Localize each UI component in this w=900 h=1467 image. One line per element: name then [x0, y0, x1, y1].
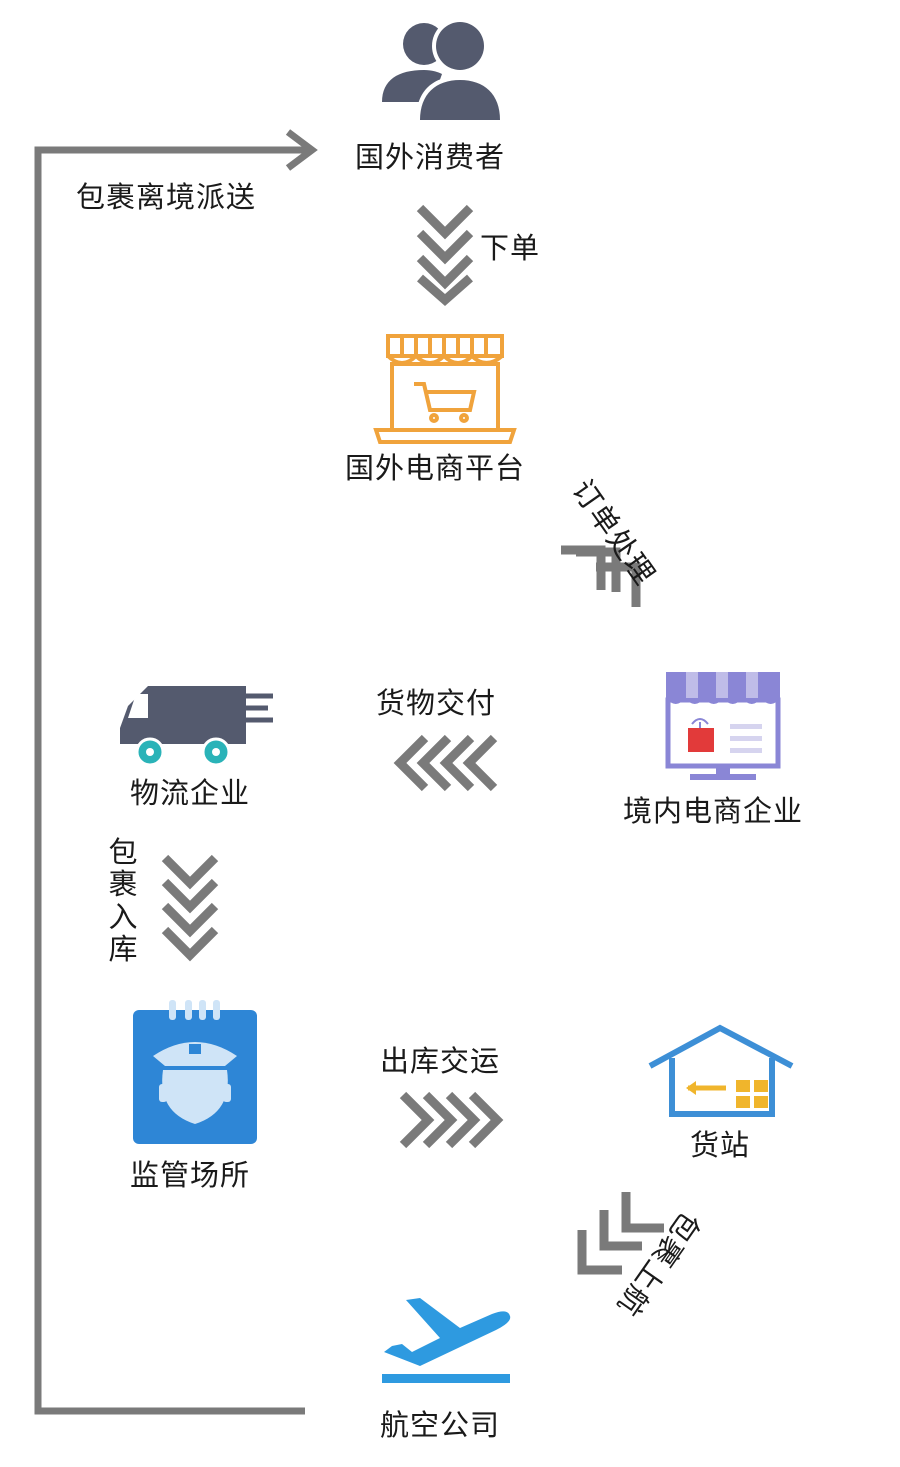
platform-label: 国外电商平台	[345, 451, 526, 485]
parcel-boarding-arrow-icon	[577, 1192, 664, 1275]
logistics-label: 物流企业	[130, 776, 251, 810]
goods-delivery-label: 货物交付	[376, 686, 497, 720]
store-icon	[665, 672, 781, 780]
order-arrow-icon	[416, 204, 474, 306]
supervision-label: 监管场所	[130, 1158, 251, 1192]
domestic-label: 境内电商企业	[623, 794, 804, 828]
parcel-dispatch-label: 包裹离境派送	[76, 180, 257, 214]
consumer-icon	[382, 18, 504, 120]
parcel-storage-arrow-icon	[161, 854, 219, 962]
airline-label: 航空公司	[380, 1408, 501, 1442]
order-label: 下单	[480, 231, 541, 265]
cargo-station-icon	[648, 1024, 794, 1117]
outbound-transport-label: 出库交运	[380, 1044, 501, 1078]
truck-icon	[120, 686, 273, 767]
order-processing-arrow-icon	[561, 545, 641, 607]
police-station-icon	[133, 1000, 257, 1144]
shopping-platform-icon	[373, 334, 517, 444]
consumer-label: 国外消费者	[355, 140, 506, 174]
airplane-icon	[382, 1298, 511, 1383]
outbound-transport-arrow-icon	[399, 1091, 504, 1149]
parcel-storage-label: 包裹入库	[108, 835, 138, 967]
goods-delivery-arrow-icon	[393, 734, 498, 792]
cargo-station-label: 货站	[690, 1128, 751, 1162]
